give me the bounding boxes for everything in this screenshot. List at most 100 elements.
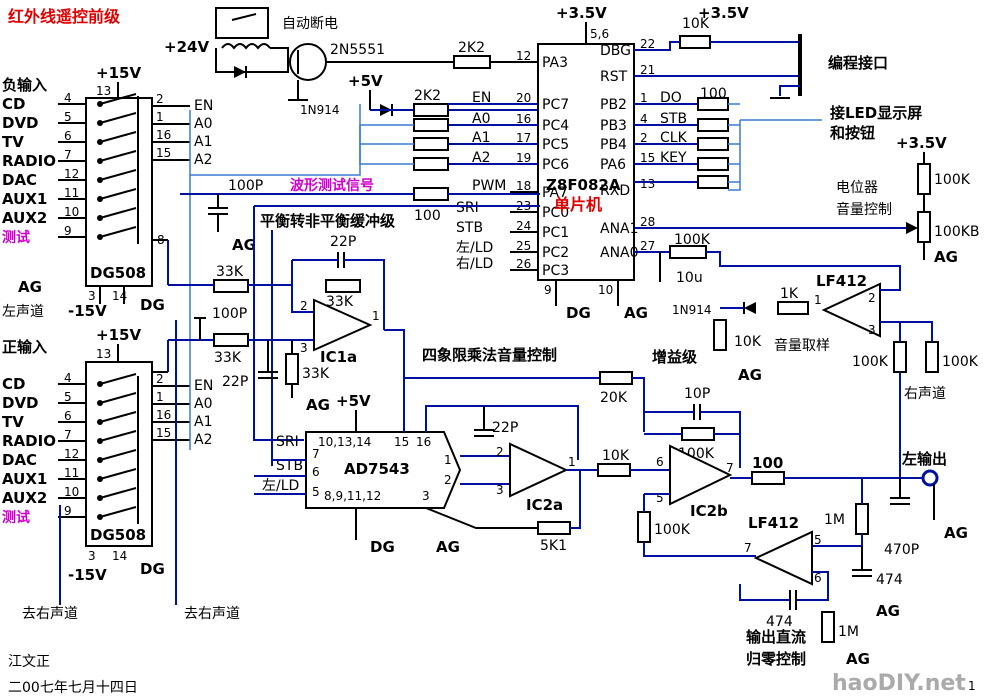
pot-label-1: 电位器 xyxy=(836,180,878,196)
mux2-vss-pin: 3 xyxy=(88,549,96,563)
buffer-ag: AG xyxy=(306,396,330,414)
mux-input-pin-4: 12 xyxy=(64,167,79,181)
mcu-net-3: A2 xyxy=(472,150,490,166)
vs-pin1: 1 xyxy=(814,293,822,307)
r-33k-in2: 33K xyxy=(214,350,242,366)
mux1-vss-pin: 3 xyxy=(88,289,96,303)
mux-ctrl-2: A1 xyxy=(194,414,212,430)
mux2-gnd-pin: 14 xyxy=(112,549,127,563)
lf412-b-label: LF412 xyxy=(748,514,799,532)
mux-input-0: CD xyxy=(2,95,25,113)
mux-ctrl-pin-1: 1 xyxy=(156,390,164,404)
dac-bottom-pins: 8,9,11,12 xyxy=(324,489,381,503)
date: 二00七年七月十四日 xyxy=(8,680,138,696)
dac-p7: 7 xyxy=(312,447,320,461)
mux-input-pin-7: 9 xyxy=(64,504,72,518)
mux-input-pin-5: 11 xyxy=(64,466,79,480)
mcu-rnet-0: DO xyxy=(660,90,682,106)
mux1-vss: -15V xyxy=(68,302,107,320)
ic1a-pin3: 3 xyxy=(300,341,308,355)
pot-vcc: +3.5V xyxy=(896,134,947,152)
mux-input-4: DAC xyxy=(2,451,37,469)
c-100p-a: 100P xyxy=(228,178,263,194)
vol-control-label: 四象限乘法音量控制 xyxy=(422,346,557,364)
mcu-pinnum-ANA0: 27 xyxy=(640,239,655,253)
mcu-pin-PC4: PC4 xyxy=(542,118,569,134)
led-port-label-1: 接LED显示屏 xyxy=(830,104,922,122)
r-100k-vs2: 100K xyxy=(942,354,979,370)
mcu-pinnum-PA6: 15 xyxy=(640,151,655,165)
mux-ctrl-3: A2 xyxy=(194,432,212,448)
c-22p-a: 22P xyxy=(330,234,356,250)
mux-input-pin-0: 4 xyxy=(64,371,72,385)
mux-input-pin-6: 10 xyxy=(64,205,79,219)
mcu-ag: AG xyxy=(624,304,648,322)
lf412-a-label: LF412 xyxy=(816,272,867,290)
vs-pin2: 2 xyxy=(868,291,876,305)
ic1a-opamp xyxy=(313,298,373,352)
r-1m-b: 1M xyxy=(838,624,859,640)
mux-ctrl-1: A0 xyxy=(194,116,212,132)
mcu-pinnum-PC3: 26 xyxy=(516,257,531,271)
author: 江文正 xyxy=(8,654,50,670)
ic2a-pin1: 1 xyxy=(568,455,576,469)
dc-servo-opamp xyxy=(753,530,813,586)
r-33k-in1: 33K xyxy=(216,264,244,280)
mux1-ag: AG xyxy=(18,278,42,296)
mux1-out-pin: 8 xyxy=(157,233,165,247)
mcu-rnet-1: STB xyxy=(660,111,687,127)
prog-port-label: 编程接口 xyxy=(828,54,888,72)
mcu-pinnum-ANA1: 28 xyxy=(640,215,655,229)
mcu-rnet-3: KEY xyxy=(660,150,687,166)
left-out-label: 左输出 xyxy=(901,450,947,468)
mcu-pin-PC6: PC6 xyxy=(542,157,569,173)
dac-vcc: +5V xyxy=(336,392,371,410)
dac-name: AD7543 xyxy=(344,460,410,478)
left-output-jack[interactable] xyxy=(921,469,939,487)
mcu-pin-PC2: PC2 xyxy=(542,245,569,261)
mux-input-3: RADIO xyxy=(2,152,56,170)
ic2a-opamp xyxy=(509,442,569,498)
mux2-vdd-pin: 13 xyxy=(96,347,111,361)
mcu-pin-PA6: PA6 xyxy=(600,157,626,173)
ic1a-pin2: 2 xyxy=(300,299,308,313)
c-10p: 10P xyxy=(684,386,710,402)
r-33k-gnd: 33K xyxy=(302,366,330,382)
mux-ctrl-pin-2: 16 xyxy=(156,408,171,422)
mux1-name: DG508 xyxy=(90,264,146,282)
mcu-pinnum-PC6: 19 xyxy=(516,151,531,165)
r-10k-c: 10K xyxy=(734,334,762,350)
mux-input-2: TV xyxy=(2,133,24,151)
mcu-pin-PB4: PB4 xyxy=(600,137,627,153)
ic2a-pin2: 2 xyxy=(496,445,504,459)
mcu-pinnum-RST: 21 xyxy=(640,63,655,77)
r-100k-vs1: 100K xyxy=(852,354,889,370)
mcu-net-8: 右/LD xyxy=(456,256,493,272)
mcu-pin-DBG: DBG xyxy=(600,43,631,59)
pot-ag: AG xyxy=(934,248,958,266)
led-port-label-2: 和按钮 xyxy=(830,124,875,142)
dac-p6: 6 xyxy=(312,465,320,479)
out-ag: AG xyxy=(944,524,968,542)
mux-input-pin-6: 10 xyxy=(64,485,79,499)
servo-pin5: 5 xyxy=(814,533,822,547)
mux-input-2: TV xyxy=(2,413,24,431)
mcu-net-0: EN xyxy=(472,90,491,106)
mcu-pin-PC3: PC3 xyxy=(542,263,569,279)
pot-label-2: 音量控制 xyxy=(836,201,892,218)
dac-dg: DG xyxy=(370,538,395,556)
buffer-stage-label: 平衡转非平衡缓冲级 xyxy=(260,212,396,230)
dac-p1: 1 xyxy=(444,453,452,467)
dac-ld: 左/LD xyxy=(262,478,299,494)
mux-input-pin-7: 9 xyxy=(64,224,72,238)
dac-p5: 5 xyxy=(312,485,320,499)
supply-5v-a: +5V xyxy=(348,72,383,90)
mcu-vcc: +3.5V xyxy=(556,4,607,22)
mcu-pinnum-PA3: 12 xyxy=(516,49,531,63)
mux1-chip xyxy=(85,97,153,287)
r-100: 100 xyxy=(414,208,441,224)
r-10k: 10K xyxy=(682,16,710,32)
ic2a-pin3: 3 xyxy=(496,483,504,497)
test-signal-label: 波形测试信号 xyxy=(290,177,374,194)
